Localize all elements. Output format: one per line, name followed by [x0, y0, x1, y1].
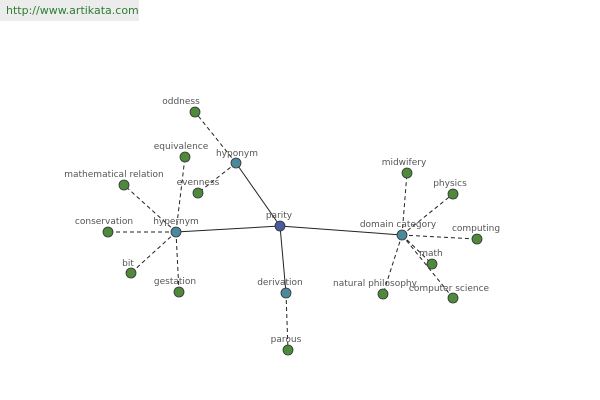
node-label-computer-science: computer science — [409, 284, 490, 294]
edge-domain-category-natural-philosophy — [382, 234, 403, 295]
edge-parity-hypernym — [175, 225, 281, 233]
node-label-domain-category: domain category — [360, 220, 437, 230]
node-label-physics: physics — [433, 179, 467, 189]
node-gestation[interactable] — [173, 286, 185, 298]
node-label-math: math — [419, 249, 443, 259]
node-parous[interactable] — [282, 344, 294, 356]
node-evenness[interactable] — [192, 187, 204, 199]
url-link[interactable]: http://www.artikata.com — [6, 4, 139, 17]
node-midwifery[interactable] — [401, 167, 413, 179]
node-label-bit: bit — [122, 259, 134, 269]
node-natural-philosophy[interactable] — [377, 288, 389, 300]
node-oddness[interactable] — [189, 106, 201, 118]
node-label-conservation: conservation — [75, 217, 133, 227]
edge-hypernym-gestation — [175, 231, 180, 293]
node-label-parous: parous — [271, 335, 302, 345]
node-label-natural-philosophy: natural philosophy — [333, 279, 418, 289]
edge-parity-derivation — [279, 225, 287, 294]
edge-hyponym-evenness — [197, 162, 237, 194]
node-label-evenness: evenness — [177, 178, 220, 188]
node-label-parity: parity — [266, 211, 293, 221]
node-mathematical-relation[interactable] — [118, 179, 130, 191]
edge-hypernym-mathematical-relation — [123, 184, 177, 233]
url-banner[interactable]: http://www.artikata.com — [0, 0, 139, 21]
node-label-equivalence: equivalence — [154, 142, 209, 152]
node-label-mathematical-relation: mathematical relation — [64, 170, 163, 180]
labels-layer: parity hyponym hypernym derivation domain ca… — [64, 97, 500, 345]
edge-domain-category-physics — [401, 193, 454, 236]
edge-domain-category-computing — [401, 234, 478, 240]
edge-hypernym-bit — [130, 231, 177, 274]
node-label-oddness: oddness — [162, 97, 200, 107]
node-label-midwifery: midwifery — [382, 158, 427, 168]
node-derivation[interactable] — [280, 287, 292, 299]
node-computer-science[interactable] — [447, 292, 459, 304]
node-hypernym[interactable] — [170, 226, 182, 238]
node-computing[interactable] — [471, 233, 483, 245]
edge-derivation-parous — [285, 292, 289, 351]
node-label-computing: computing — [452, 224, 500, 234]
node-conservation[interactable] — [102, 226, 114, 238]
node-bit[interactable] — [125, 267, 137, 279]
node-math[interactable] — [426, 258, 438, 270]
edges-layer — [108, 111, 478, 351]
node-label-derivation: derivation — [257, 278, 303, 288]
node-equivalence[interactable] — [179, 151, 191, 163]
node-hyponym[interactable] — [230, 157, 242, 169]
node-label-gestation: gestation — [154, 277, 196, 287]
edge-parity-hyponym — [235, 162, 281, 227]
edge-parity-domain-category — [279, 225, 403, 236]
node-parity[interactable] — [274, 220, 286, 232]
node-label-hypernym: hypernym — [153, 217, 199, 227]
edge-hyponym-oddness — [194, 111, 237, 164]
node-label-hyponym: hyponym — [216, 149, 258, 159]
node-physics[interactable] — [447, 188, 459, 200]
edge-hypernym-equivalence — [175, 156, 186, 233]
node-domain-category[interactable] — [396, 229, 408, 241]
nodes-layer — [102, 106, 483, 356]
edge-domain-category-midwifery — [401, 172, 408, 236]
